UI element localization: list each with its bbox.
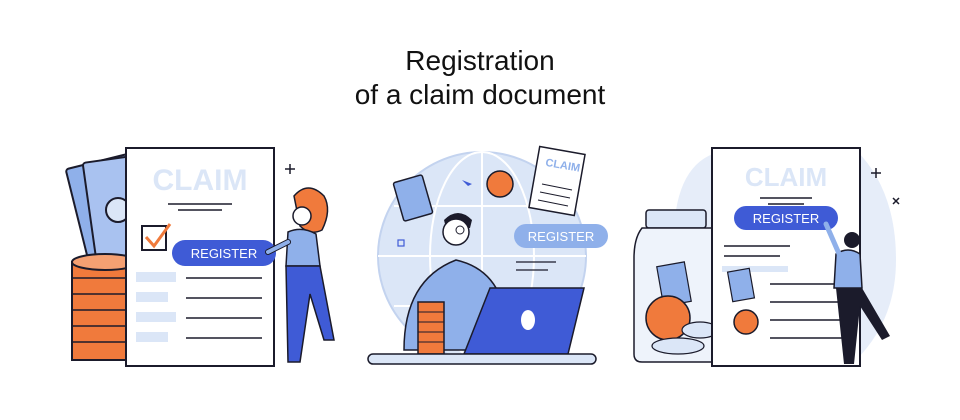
left-panel: CLAIM REGISTER: [65, 147, 335, 367]
close-icon: [892, 197, 900, 205]
coin-icon: [486, 170, 514, 198]
left-register-label: REGISTER: [191, 246, 257, 261]
title-line-2: of a claim document: [354, 79, 606, 110]
right-panel: CLAIM REGISTER: [633, 147, 900, 367]
center-panel: CLAIM REGISTER: [367, 145, 608, 365]
desk: [367, 353, 597, 365]
left-doc-title: CLAIM: [153, 164, 248, 197]
woman-figure: [265, 187, 335, 363]
left-register-button[interactable]: REGISTER: [172, 240, 276, 266]
right-register-label: REGISTER: [753, 211, 819, 226]
banknote-icon: [392, 174, 434, 222]
sparkle-icon: [285, 164, 295, 174]
sparkle-icon: [871, 168, 881, 178]
claim-paper: CLAIM: [528, 145, 586, 217]
man-figure: [823, 221, 890, 364]
center-register-label: REGISTER: [528, 229, 594, 244]
cursor-icon: [462, 180, 472, 186]
center-register-button[interactable]: REGISTER: [514, 224, 608, 248]
center-paper-title: CLAIM: [545, 157, 581, 175]
jar-icon: [633, 209, 721, 363]
page-title: Registration of a claim document: [0, 44, 960, 112]
laptop-icon: [462, 287, 585, 355]
right-register-button[interactable]: REGISTER: [734, 206, 838, 230]
right-doc-title: CLAIM: [745, 162, 827, 192]
title-line-1: Registration: [405, 45, 555, 76]
coin-stack-icon: [417, 301, 445, 355]
